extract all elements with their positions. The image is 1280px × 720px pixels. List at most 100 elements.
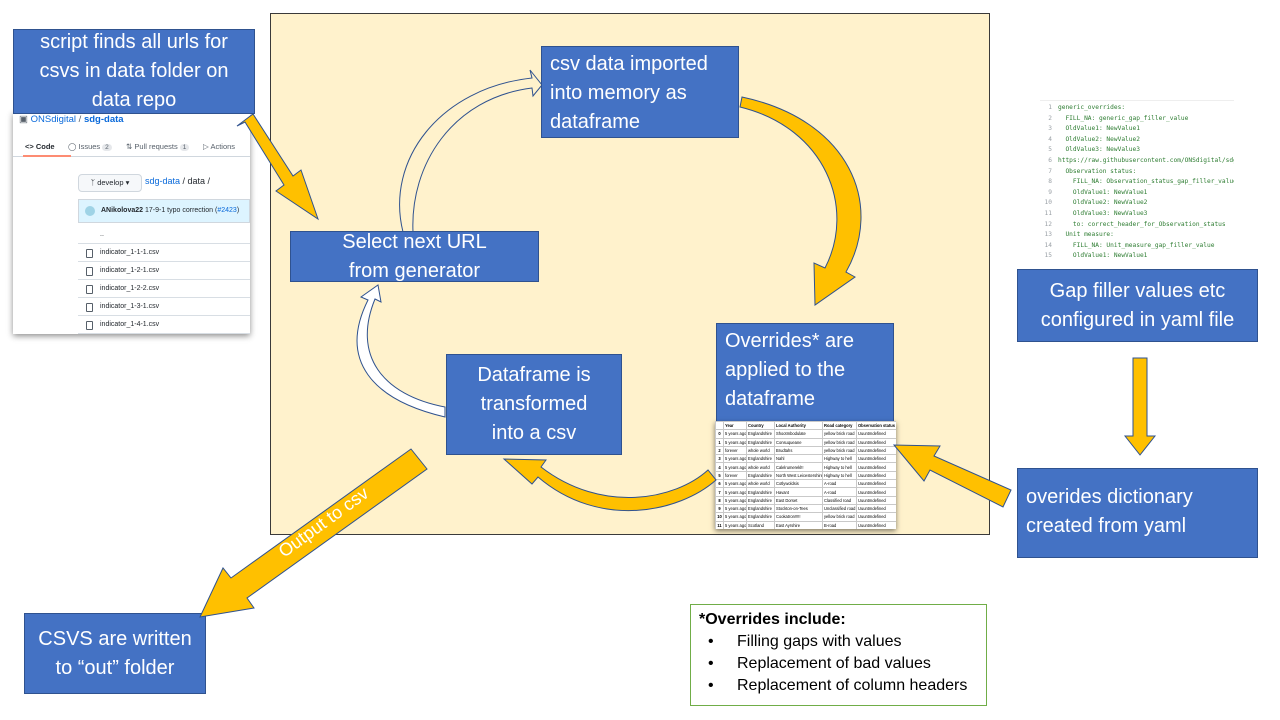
commit-close: ) bbox=[236, 207, 240, 214]
file-icon bbox=[86, 285, 93, 294]
yaml-line-text: OldValue1: NewValue1 bbox=[1058, 188, 1148, 196]
parent-dir-row[interactable]: .. bbox=[78, 226, 250, 244]
yaml-line-text: OldValue2: NewValue2 bbox=[1058, 199, 1148, 207]
yaml-line-text: FILL_NA: generic_gap_filler_value bbox=[1058, 114, 1189, 122]
yaml-line-text: OldValue1: NewValue1 bbox=[1058, 125, 1140, 133]
bullet: • bbox=[708, 655, 714, 672]
list-item[interactable]: indicator_1-3-1.csv bbox=[78, 298, 250, 316]
yaml-line-number: 7 bbox=[1048, 167, 1052, 175]
arrow-csv-to-overrides bbox=[739, 96, 862, 306]
tab-code[interactable]: <> Code bbox=[25, 142, 55, 151]
note-heading: *Overrides include: bbox=[699, 611, 846, 628]
list-item[interactable]: indicator_1-4-1.csv bbox=[78, 316, 250, 334]
path-rest: / data / bbox=[180, 176, 211, 186]
yaml-line-number: 1 bbox=[1048, 104, 1052, 111]
arrow-overrides-to-transformed bbox=[502, 458, 717, 512]
issues-count-badge: 2 bbox=[102, 144, 112, 151]
loop-arrow-bottom-left bbox=[356, 284, 446, 418]
file-icon bbox=[86, 267, 93, 276]
yaml-line-number: 13 bbox=[1044, 231, 1052, 239]
list-item[interactable]: indicator_1-2-2.csv bbox=[78, 280, 250, 298]
yaml-line-number: 11 bbox=[1044, 210, 1052, 217]
yaml-line-number: 8 bbox=[1048, 178, 1052, 186]
file-name: indicator_1-4-1.csv bbox=[100, 321, 160, 328]
path-breadcrumb: sdg-data / data / bbox=[145, 176, 210, 186]
avatar bbox=[85, 206, 95, 216]
note-item: •Replacement of column headers bbox=[699, 675, 978, 697]
note-item: •Filling gaps with values bbox=[699, 631, 978, 653]
yaml-line-number: 2 bbox=[1048, 114, 1052, 122]
latest-commit-bar: ANikolova22 17-9-1 typo correction (#242… bbox=[78, 199, 250, 223]
yaml-line-text: to: correct_header_for_Observation_statu… bbox=[1058, 220, 1226, 228]
yaml-line-text: OldValue2: NewValue2 bbox=[1058, 135, 1140, 143]
repo-separator: / bbox=[76, 114, 84, 125]
yaml-line-text: https://raw.githubusercontent.com/ONSdig… bbox=[1058, 157, 1234, 164]
yaml-line-text: generic_overrides: bbox=[1058, 104, 1126, 111]
arrow-dict-to-table bbox=[892, 444, 1012, 508]
commit-message[interactable]: 17-9-1 typo correction ( bbox=[144, 207, 218, 214]
bullet: • bbox=[708, 677, 714, 694]
yaml-line-text: OldValue1: NewValue1 bbox=[1058, 252, 1148, 260]
repo-name-link[interactable]: sdg-data bbox=[83, 114, 124, 125]
yaml-line-number: 10 bbox=[1044, 199, 1052, 207]
repo-breadcrumb: ▣ ONSdigital / sdg-data bbox=[19, 114, 124, 125]
file-name: indicator_1-1-1.csv bbox=[100, 249, 160, 256]
list-item[interactable]: indicator_1-2-1.csv bbox=[78, 262, 250, 280]
yaml-line-number: 14 bbox=[1044, 241, 1052, 249]
file-icon bbox=[86, 249, 93, 258]
yaml-line-text: OldValue3: NewValue3 bbox=[1058, 210, 1148, 217]
branch-selector[interactable]: ᛉ develop ▾ bbox=[78, 174, 142, 192]
yaml-line-number: 3 bbox=[1048, 125, 1052, 133]
file-name: indicator_1-2-2.csv bbox=[100, 285, 160, 292]
table-cell: Uuuntmdefined bbox=[856, 520, 896, 529]
arrow-script-to-select bbox=[236, 113, 319, 221]
yaml-line-number: 4 bbox=[1048, 135, 1052, 143]
yaml-line-text: Observation status: bbox=[1058, 167, 1137, 175]
file-icon bbox=[86, 321, 93, 330]
github-repo-screenshot: ▣ ONSdigital / sdg-data <> Code ◯ Issues… bbox=[13, 112, 250, 334]
branch-icon: ᛉ bbox=[90, 178, 96, 187]
arrow-output-to-csv bbox=[199, 448, 428, 618]
file-icon bbox=[86, 303, 93, 312]
active-tab-underline bbox=[23, 155, 71, 157]
path-repo-link[interactable]: sdg-data bbox=[145, 176, 181, 186]
arrow-yaml-to-dict bbox=[1123, 357, 1157, 456]
yaml-config-snippet: 1 generic_overrides: 2 FILL_NA: generic_ga… bbox=[1040, 100, 1234, 269]
yaml-line-text: Unit measure: bbox=[1058, 231, 1114, 239]
repo-owner-link[interactable]: ONSdigital bbox=[30, 114, 77, 125]
repo-icon: ▣ bbox=[19, 114, 31, 125]
output-to-csv-label: Output to csv bbox=[275, 483, 373, 562]
yaml-line-number: 15 bbox=[1044, 252, 1052, 260]
yaml-line-number: 12 bbox=[1044, 220, 1052, 228]
pulls-count-badge: 1 bbox=[179, 144, 190, 151]
list-item[interactable]: indicator_1-1-1.csv bbox=[78, 244, 250, 262]
tab-actions[interactable]: ▷ Actions bbox=[203, 142, 236, 151]
yaml-line-number: 9 bbox=[1048, 188, 1052, 196]
commit-link[interactable]: #2423 bbox=[217, 207, 237, 214]
bullet: • bbox=[708, 633, 714, 650]
commit-author[interactable]: ANikolova22 bbox=[101, 207, 144, 214]
yaml-line-number: 6 bbox=[1048, 157, 1052, 164]
yaml-line-number: 5 bbox=[1048, 146, 1052, 154]
yaml-line-text: OldValue3: NewValue3 bbox=[1058, 146, 1140, 154]
yaml-line-text: FILL_NA: Unit_measure_gap_filler_value bbox=[1058, 241, 1215, 249]
